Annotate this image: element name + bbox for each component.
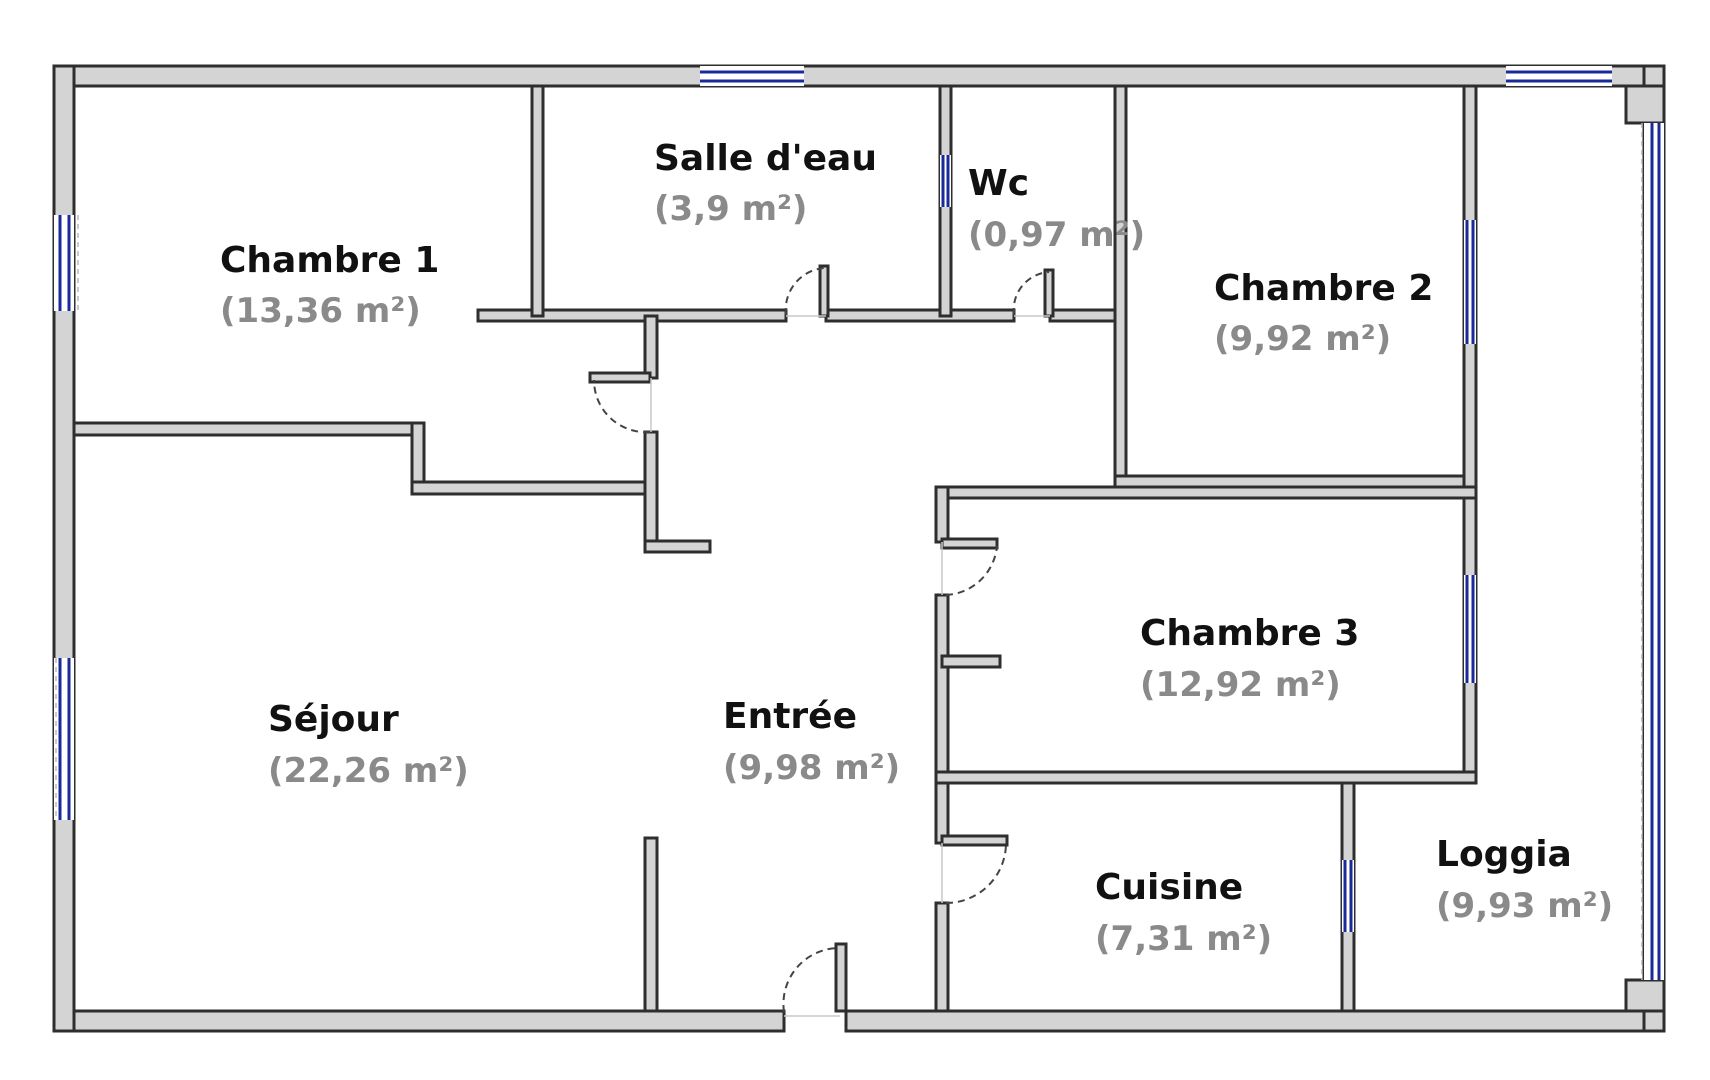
wall-entry-door-jamb — [834, 942, 848, 1013]
wall-cuisine-door-jamb — [940, 834, 1009, 847]
wall-ch3-top — [934, 485, 1478, 500]
room-wc-area: (0,97 m²) — [968, 215, 1145, 255]
window-gap-loggia-top — [1506, 66, 1612, 86]
door-ch1-arc — [592, 379, 651, 434]
door-ch3-arc — [945, 545, 998, 596]
wall-sejour-entree — [643, 836, 659, 1013]
wall-corridor-upper — [643, 314, 659, 380]
wall-wc-bottom — [1048, 308, 1122, 323]
room-loggia-name: Loggia — [1436, 834, 1572, 875]
room-entree-name: Entrée — [723, 696, 857, 737]
wall-ch3-closet-stub — [940, 654, 1002, 669]
wall-cuisine-left-upper — [934, 781, 950, 845]
window-gap-bath — [700, 66, 804, 86]
room-salle-deau-name: Salle d'eau — [654, 138, 877, 179]
room-sejour-name: Séjour — [268, 699, 399, 740]
wall-corridor-mid — [643, 430, 659, 552]
window-gap-sejour — [54, 658, 74, 820]
room-salle-deau-area: (3,9 m²) — [654, 189, 807, 229]
room-chambre-2-area: (9,92 m²) — [1214, 319, 1391, 359]
door-entry-arc — [782, 947, 839, 1013]
wall-ch1-sejour — [72, 421, 426, 437]
wall-bath-door-jamb — [818, 264, 830, 318]
wall-bath-bottom-mid — [824, 308, 1016, 323]
room-loggia-area: (9,93 m²) — [1436, 886, 1613, 926]
room-chambre-1-area: (13,36 m²) — [220, 291, 421, 331]
room-wc-name: Wc — [968, 163, 1029, 204]
wall-bottom-exterior-right — [844, 1009, 1666, 1033]
wall-ch3-left-upper — [934, 485, 950, 544]
wall-top-exterior — [52, 64, 1666, 88]
wall-ch1-step-horizontal — [410, 480, 659, 496]
interior-walls — [72, 84, 1666, 1013]
wall-ch1-door-jamb — [588, 371, 652, 384]
room-sejour-area: (22,26 m²) — [268, 751, 469, 791]
wall-ch2-bottom — [1113, 474, 1466, 489]
wall-loggia-top-cap — [1624, 84, 1666, 125]
wall-wc-ch2-divider — [1113, 84, 1128, 488]
room-chambre-1-name: Chambre 1 — [220, 240, 439, 281]
wall-ch3-bottom — [934, 770, 1478, 785]
window-gap-loggia-right — [1644, 123, 1664, 980]
wall-corridor-stub — [643, 539, 712, 554]
wall-loggia-bottom-cap — [1624, 978, 1666, 1013]
room-chambre-3-name: Chambre 3 — [1140, 613, 1359, 654]
windows — [54, 66, 1664, 980]
wall-cuisine-left-lower — [934, 901, 950, 1013]
door-wc-arc — [1012, 271, 1050, 316]
wall-ch1-bath-divider — [530, 84, 545, 318]
room-cuisine-name: Cuisine — [1095, 867, 1243, 908]
window-gap-wc — [940, 155, 951, 207]
window-gap-ch1 — [54, 215, 74, 311]
wall-bath-bottom-left — [476, 308, 788, 323]
room-labels: Chambre 1 (13,36 m²) Salle d'eau (3,9 m²… — [220, 138, 1613, 959]
room-chambre-2-name: Chambre 2 — [1214, 268, 1433, 309]
wall-ch3-door-jamb — [940, 537, 999, 550]
exterior-walls — [52, 64, 1666, 1033]
door-bath-arc — [784, 267, 825, 316]
wall-left-exterior — [52, 64, 76, 1033]
room-cuisine-area: (7,31 m²) — [1095, 919, 1272, 959]
room-chambre-3-area: (12,92 m²) — [1140, 665, 1341, 705]
wall-wc-door-jamb — [1043, 268, 1055, 318]
wall-bottom-exterior-left — [52, 1009, 786, 1033]
doors — [592, 267, 1050, 1017]
room-entree-area: (9,98 m²) — [723, 748, 900, 788]
door-cuisine-arc — [945, 842, 1007, 904]
